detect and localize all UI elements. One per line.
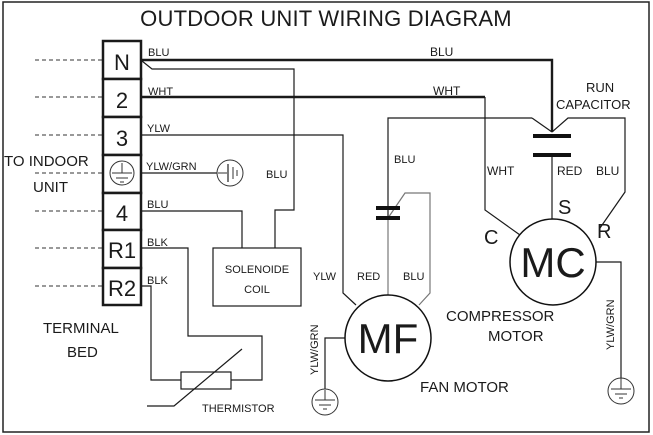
solenoid-label: SOLENOIDE	[225, 264, 289, 276]
wire-n-blu-to-solenoid	[141, 60, 295, 248]
thermistor	[147, 348, 243, 407]
pin-c-label: C	[484, 227, 498, 249]
fan-cap-blu-label: BLU	[394, 154, 415, 166]
terminal-2	[101, 77, 143, 119]
wire-r1-blk	[141, 247, 263, 381]
fan-ground-label: YLW/GRN	[309, 324, 321, 375]
compressor-label-2: MOTOR	[488, 328, 544, 345]
wire-label-r1: BLK	[147, 237, 168, 249]
pin-s-label: S	[558, 197, 571, 219]
to-indoor-label-unit: UNIT	[33, 179, 68, 196]
indoor-leads	[35, 59, 103, 287]
solenoid-label-2: COIL	[244, 284, 270, 296]
wire-label-3: YLW	[147, 123, 171, 135]
wire-label-2: WHT	[148, 86, 173, 98]
comp-ground-label: YLW/GRN	[605, 299, 617, 350]
terminal-2-label: 2	[116, 88, 128, 113]
wire-3-ylw-to-fan	[141, 134, 357, 306]
terminal-r2-label: R2	[108, 276, 136, 301]
top-blu-label: BLU	[430, 45, 453, 59]
terminal-4-label: 4	[116, 201, 128, 226]
compressor-symbol: MC	[520, 239, 585, 286]
fan-motor-symbol: MF	[358, 315, 419, 362]
run-cap-label: RUN	[586, 80, 614, 95]
to-indoor-label: TO INDOOR	[4, 153, 89, 170]
fan-blu-label: BLU	[403, 271, 424, 283]
fan-ground-icon	[311, 388, 339, 416]
fan-motor	[344, 294, 432, 382]
wire-4-blu-to-solenoid	[141, 210, 243, 248]
ground-icon	[109, 160, 135, 186]
wire-label-r2: BLK	[147, 275, 168, 287]
solenoid-coil	[212, 247, 302, 307]
terminal-r1-label: R1	[108, 238, 136, 263]
compressor-label: COMPRESSOR	[446, 308, 555, 325]
comp-red-label: RED	[557, 164, 583, 178]
solenoid-blu-label: BLU	[266, 169, 287, 181]
fan-motor-label: FAN MOTOR	[420, 379, 509, 396]
fan-capacitor	[376, 206, 400, 220]
wire-fan-cap-blu	[387, 192, 431, 306]
wire-cap-to-r	[551, 117, 626, 229]
fan-red-label: RED	[357, 271, 380, 283]
terminal-bed-label: TERMINAL	[43, 320, 119, 337]
terminal-n-label: N	[114, 50, 130, 75]
thermistor-label: THERMISTOR	[202, 403, 275, 415]
wire-comp-ground	[596, 261, 622, 378]
terminal-bed: N 2 3 4 R1 R2	[101, 39, 143, 307]
compressor-ground-icon	[607, 377, 635, 405]
wire-cap-left	[531, 117, 553, 133]
wire-label-n: BLU	[148, 47, 169, 59]
run-capacitor	[533, 134, 571, 157]
terminal-bed-label-2: BED	[67, 344, 98, 361]
wires	[141, 58, 626, 395]
terminal-n	[101, 39, 143, 81]
fan-ylw-label: YLW	[313, 271, 337, 283]
diagram-title: OUTDOOR UNIT WIRING DIAGRAM	[140, 6, 512, 31]
wire-n-blu-to-capacitor	[141, 58, 554, 132]
top-wht-label: WHT	[433, 84, 461, 98]
wire-r2-blk	[142, 285, 181, 381]
wire-label-4: BLU	[147, 199, 168, 211]
wire-2-wht-to-c	[484, 97, 521, 236]
compressor-motor	[509, 218, 597, 306]
run-cap-label-2: CAPACITOR	[556, 97, 631, 112]
wire-label-ground: YLW/GRN	[146, 161, 197, 173]
wire-cap-to-fan-cap	[387, 117, 532, 218]
comp-blu-label: BLU	[596, 164, 619, 178]
terminal-3-label: 3	[116, 126, 128, 151]
wire-fan-ground	[324, 337, 345, 395]
chassis-ground-icon	[216, 159, 244, 187]
pin-r-label: R	[597, 221, 611, 243]
top-wht-label-comp: WHT	[487, 164, 515, 178]
terminal-r2	[101, 266, 143, 307]
